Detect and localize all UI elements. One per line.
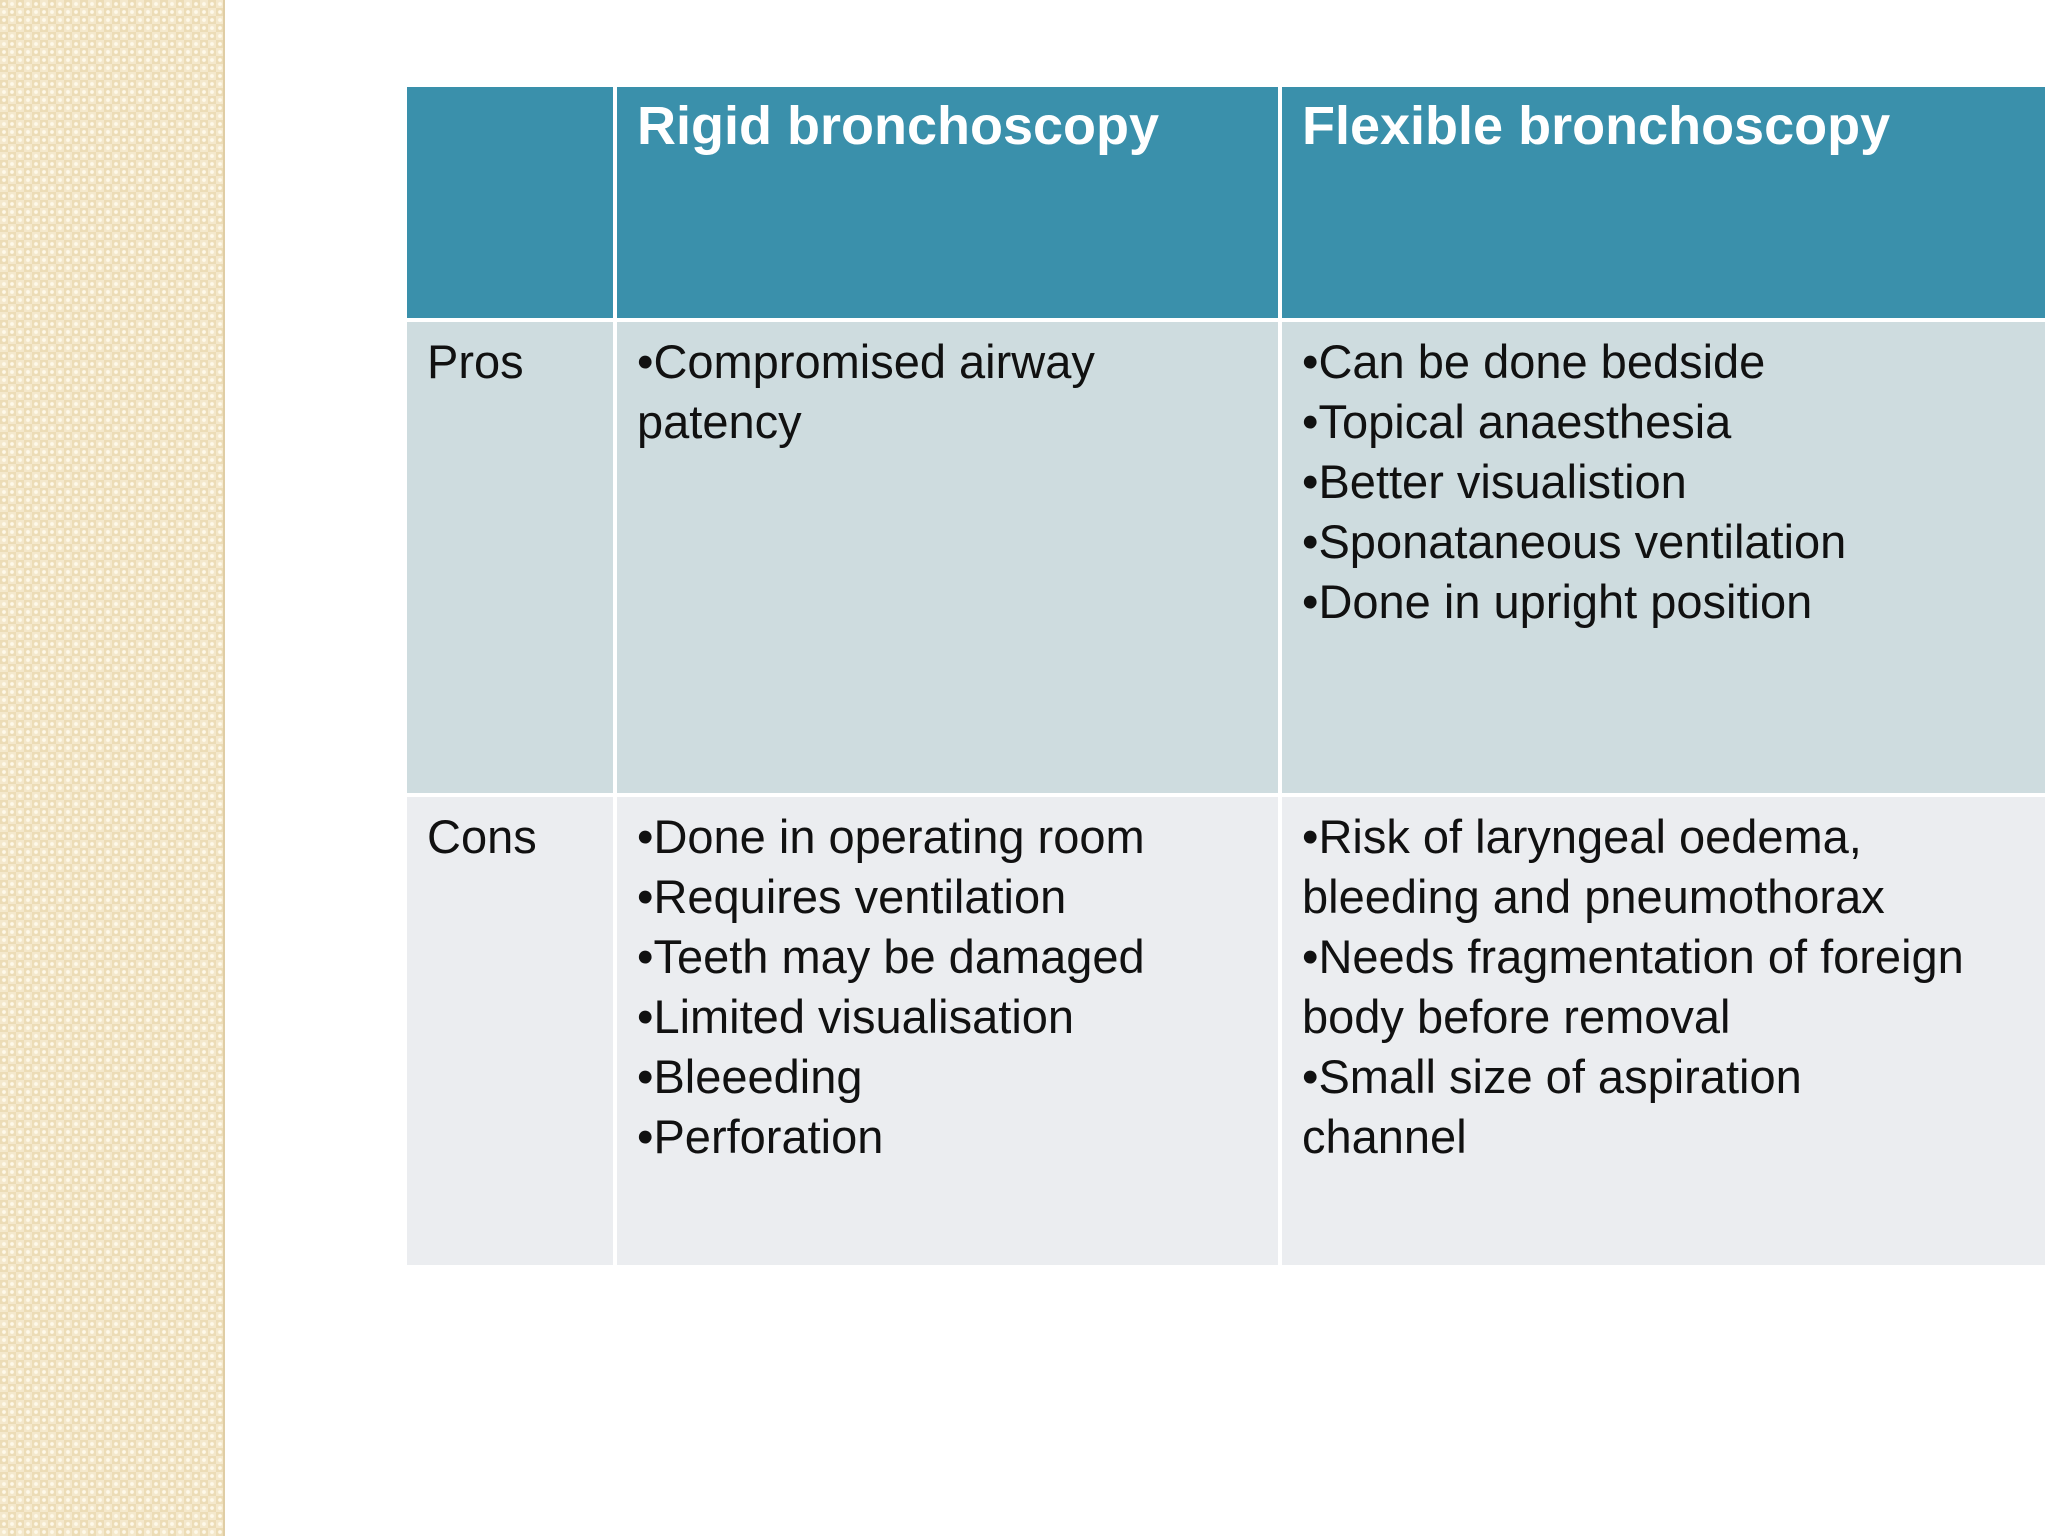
bullet-line: •Bleeeding (637, 1050, 863, 1103)
bullet-line: •Topical anaesthesia (1302, 395, 1732, 448)
header-cell-rigid-bronchoscopy: Rigid bronchoscopy (617, 87, 1278, 318)
bullet-line: •Done in upright position (1302, 575, 1813, 628)
header-cell-flexible-bronchoscopy: Flexible bronchoscopy (1282, 87, 2045, 318)
bullet-line: •Done in operating room (637, 810, 1145, 863)
row-label-cons: Cons (407, 797, 613, 1265)
bullet-line: •Risk of laryngeal oedema, bleeding and … (1302, 810, 1885, 923)
bullet-line: •Teeth may be damaged (637, 930, 1145, 983)
row-label-pros: Pros (407, 322, 613, 793)
left-texture-stripe (0, 0, 225, 1536)
bullet-line: •Better visualistion (1302, 455, 1687, 508)
header-cell-corner (407, 87, 613, 318)
pros-rigid-cell: •Compromised airway patency (617, 322, 1278, 793)
bullet-line: •Compromised airway patency (637, 335, 1095, 448)
bullet-line: •Needs fragmentation of foreign body bef… (1302, 930, 1964, 1043)
cons-rigid-cell: •Done in operating room •Requires ventila… (617, 797, 1278, 1265)
bullet-line: •Perforation (637, 1110, 884, 1163)
bullet-line: •Requires ventilation (637, 870, 1067, 923)
bullet-line: •Small size of aspiration channel (1302, 1050, 1802, 1163)
cons-flexible-cell: •Risk of laryngeal oedema, bleeding and … (1282, 797, 2045, 1265)
bullet-line: •Can be done bedside (1302, 335, 1766, 388)
bullet-line: •Sponataneous ventilation (1302, 515, 1847, 568)
bullet-line: •Limited visualisation (637, 990, 1075, 1043)
bronchoscopy-comparison-table: Rigid bronchoscopy Flexible bronchoscopy… (407, 87, 2045, 1265)
pros-flexible-cell: •Can be done bedside •Topical anaesthesia… (1282, 322, 2045, 793)
